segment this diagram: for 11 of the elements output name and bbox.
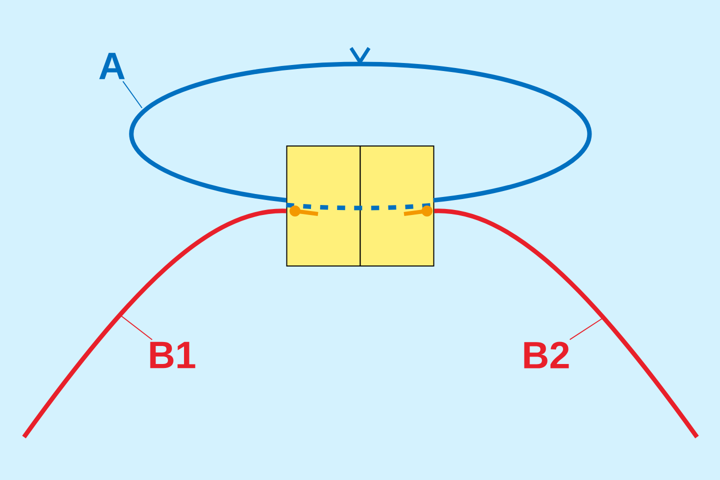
track-label: A (99, 52, 125, 80)
track-label: B2 (524, 342, 569, 368)
loop-track (130, 62, 592, 210)
switch-box (286, 146, 361, 266)
leader-line (569, 318, 604, 340)
leader-line (120, 314, 153, 340)
track-curve (434, 208, 699, 438)
leader-line (122, 80, 142, 108)
track-curve (22, 208, 286, 438)
switch-box (360, 146, 434, 266)
track-label: B1 (150, 342, 196, 368)
